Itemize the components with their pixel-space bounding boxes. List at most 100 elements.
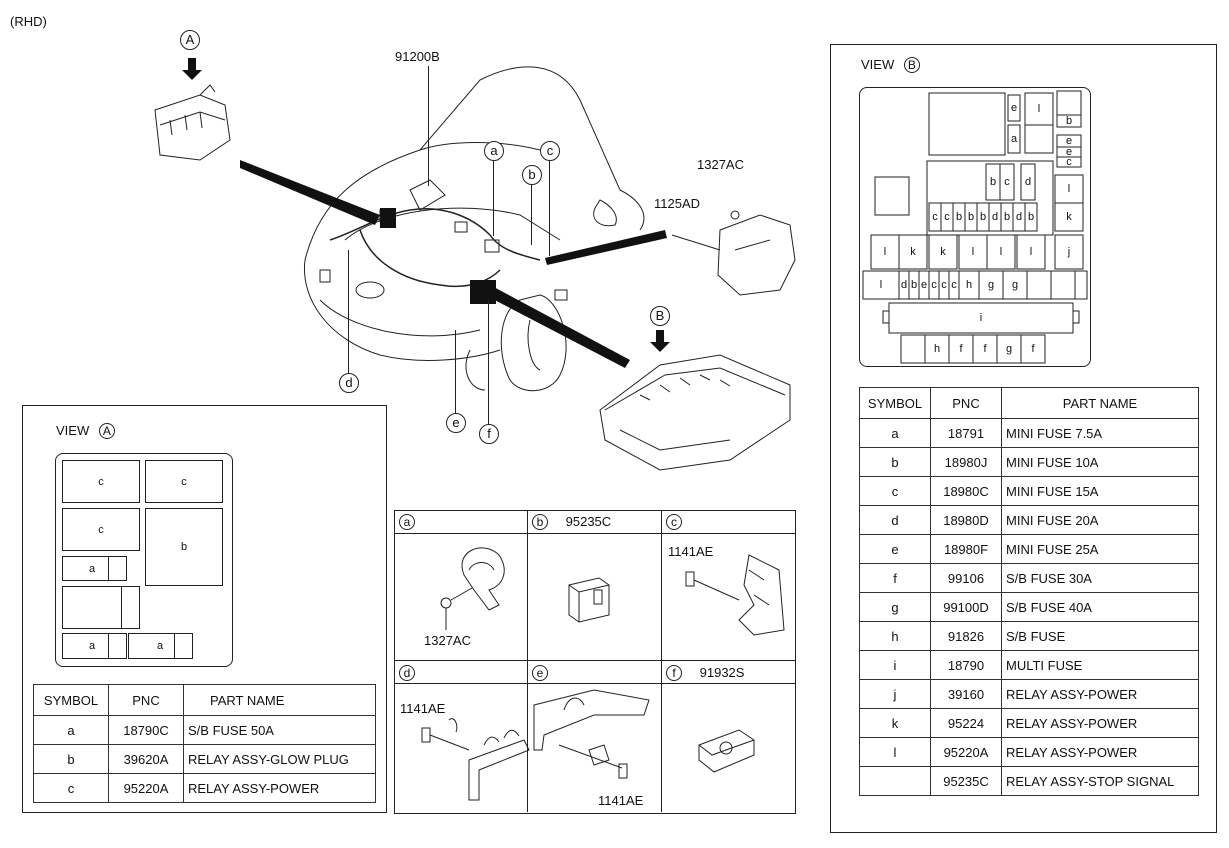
view-b-cell-l: l: [879, 279, 883, 291]
part-number-1327ac: 1327AC: [697, 157, 744, 172]
view-b-cell-b: b: [1003, 211, 1011, 223]
detail-f-header: f 91932S: [666, 665, 744, 681]
pnc-cell: 18980D: [930, 505, 1002, 535]
symbol-cell: f: [859, 563, 931, 593]
pnc-cell: 18980C: [930, 476, 1002, 506]
detail-d-label: 1141AE: [400, 701, 446, 716]
view-b-cell-e: e: [1010, 102, 1018, 114]
view-b-cell-f: f: [983, 343, 987, 355]
part-name-cell: MINI FUSE 15A: [1001, 476, 1199, 506]
view-a-arrow-label: A: [180, 30, 200, 50]
symbol-cell: k: [859, 708, 931, 738]
part-name-cell: S/B FUSE 50A: [183, 715, 376, 745]
view-b-cell-c: c: [951, 279, 957, 291]
pnc-cell: 99106: [930, 563, 1002, 593]
table-row: b 39620A RELAY ASSY-GLOW PLUG: [33, 744, 376, 774]
pnc-cell: 18980J: [930, 447, 1002, 477]
view-a-header-symbol: SYMBOL: [33, 684, 109, 716]
view-b-header-symbol: SYMBOL: [859, 387, 931, 419]
view-a-letter: A: [98, 423, 115, 439]
callout-f: f: [479, 424, 499, 444]
callout-a: a: [484, 141, 504, 161]
symbol-cell: c: [33, 773, 109, 803]
pnc-cell: 18980F: [930, 534, 1002, 564]
view-b-cell-c: c: [1066, 156, 1072, 168]
view-b-cell-c: c: [941, 279, 947, 291]
symbol-cell: [859, 766, 931, 796]
view-a-cell-c3: c: [62, 508, 140, 551]
part-name-cell: RELAY ASSY-POWER: [1001, 737, 1199, 767]
pnc-cell: 99100D: [930, 592, 1002, 622]
view-a-cell-c1: c: [62, 460, 140, 503]
detail-a-label: 1327AC: [424, 633, 471, 648]
view-b-header-part-name: PART NAME: [1001, 387, 1199, 419]
view-b-cell-f: f: [1031, 343, 1035, 355]
symbol-cell: a: [859, 418, 931, 448]
detail-c-label: 1141AE: [668, 544, 714, 559]
part-name-cell: S/B FUSE 40A: [1001, 592, 1199, 622]
detail-d-header: d: [399, 665, 415, 681]
view-b-cell-c: c: [931, 279, 937, 291]
symbol-cell: e: [859, 534, 931, 564]
view-b-cell-h: h: [965, 279, 973, 291]
view-b-cell-g: g: [1005, 343, 1013, 355]
view-a-cell-c2: c: [145, 460, 223, 503]
view-b-fuse-layout: [862, 90, 1088, 364]
view-b-cell-e: e: [1065, 135, 1073, 147]
view-b-cell-g: g: [1011, 279, 1019, 291]
symbol-cell: c: [859, 476, 931, 506]
pnc-cell: 91826: [930, 621, 1002, 651]
part-name-cell: RELAY ASSY-POWER: [183, 773, 376, 803]
view-b-cell-b: b: [979, 211, 987, 223]
pnc-cell: 95235C: [930, 766, 1002, 796]
part-number-1125ad: 1125AD: [654, 196, 701, 211]
view-b-cell-l: l: [1029, 246, 1033, 258]
pnc-cell: 95224: [930, 708, 1002, 738]
view-b-cell-e: e: [920, 279, 928, 291]
symbol-cell: j: [859, 679, 931, 709]
part-name-cell: RELAY ASSY-GLOW PLUG: [183, 744, 376, 774]
view-b-cell-d: d: [991, 211, 999, 223]
view-b-cell-k: k: [940, 246, 946, 258]
callout-c: c: [540, 141, 560, 161]
view-b-cell-l: l: [1037, 103, 1041, 115]
view-b-cell-b: b: [955, 211, 963, 223]
detail-b-header: b 95235C: [532, 514, 611, 530]
part-name-cell: S/B FUSE: [1001, 621, 1199, 651]
view-b-cell-c: c: [1004, 176, 1010, 188]
view-a-cell-blank-tab: [121, 586, 140, 629]
view-b-cell-b: b: [1065, 115, 1073, 127]
callout-b: b: [522, 165, 542, 185]
part-name-cell: MINI FUSE 20A: [1001, 505, 1199, 535]
view-a-header-part-name: PART NAME: [183, 684, 376, 716]
symbol-cell: i: [859, 650, 931, 680]
view-b-cell-h: h: [933, 343, 941, 355]
part-name-cell: MINI FUSE 7.5A: [1001, 418, 1199, 448]
view-b-cell-j: j: [1067, 246, 1071, 258]
view-a-cell-a3-tab: [174, 633, 193, 659]
view-b-cell-l: l: [999, 246, 1003, 258]
symbol-cell: d: [859, 505, 931, 535]
view-b-cell-b: b: [910, 279, 918, 291]
part-name-cell: S/B FUSE 30A: [1001, 563, 1199, 593]
part-name-cell: MULTI FUSE: [1001, 650, 1199, 680]
view-b-cell-b: b: [967, 211, 975, 223]
symbol-cell: b: [859, 447, 931, 477]
part-name-cell: RELAY ASSY-POWER: [1001, 708, 1199, 738]
callout-d: d: [339, 373, 359, 393]
detail-e-header: e: [532, 665, 548, 681]
view-b-arrow-label: B: [650, 306, 670, 326]
detail-a-header: a: [399, 514, 415, 530]
view-b-cell-e: e: [1065, 146, 1073, 158]
